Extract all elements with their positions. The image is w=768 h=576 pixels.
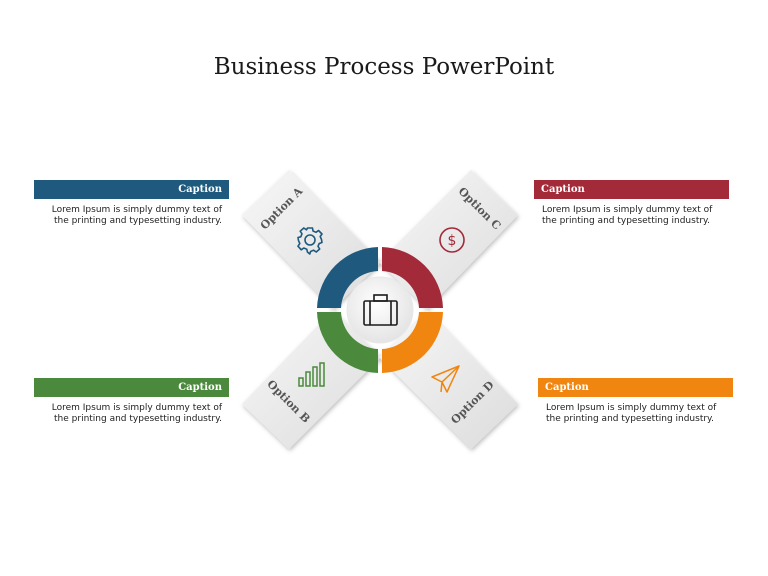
dollar-icon: $ [439,227,465,253]
briefcase-icon [363,294,398,326]
bar-chart-icon [298,362,325,387]
caption-bar-top-right: Caption [534,180,729,199]
page-title: Business Process PowerPoint [213,54,555,80]
ring-segment-blue [317,247,378,308]
paper-plane-icon [431,365,460,393]
caption-bar-top-left: Caption [34,180,229,199]
center-circle [346,276,414,344]
caption-text-bottom-right: Lorem Ipsum is simply dummy text of the … [546,403,717,424]
caption-text-top-left: Lorem Ipsum is simply dummy text of the … [51,205,222,226]
caption-text-bottom-left: Lorem Ipsum is simply dummy text of the … [51,403,222,424]
ring-segment-orange [382,312,443,373]
ring-segment-green [317,312,378,373]
caption-bar-bottom-left: Caption [34,378,229,397]
caption-text-top-right: Lorem Ipsum is simply dummy text of the … [542,205,713,226]
ring-segment-red [382,247,443,308]
svg-text:$: $ [448,233,457,249]
gear-icon [297,227,323,255]
caption-bar-bottom-right: Caption [538,378,733,397]
